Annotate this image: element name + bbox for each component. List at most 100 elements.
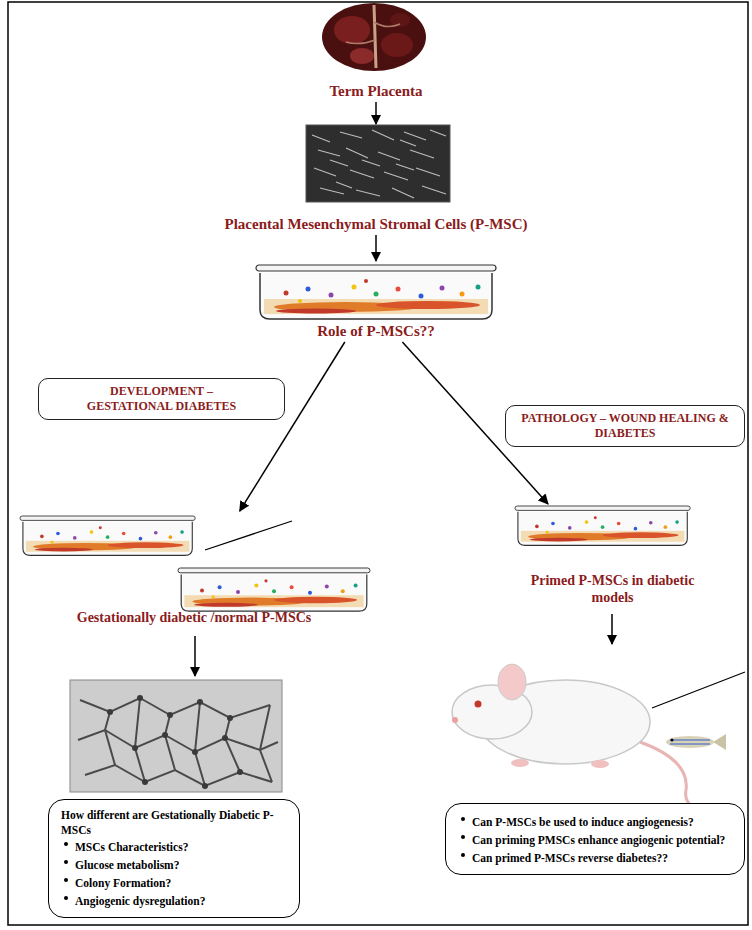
- connector-arrow: [375, 102, 377, 124]
- bullet-dot: [64, 842, 68, 846]
- theme-box: DEVELOPMENT – GESTATIONAL DIABETES: [38, 378, 285, 420]
- bullet-item: Can priming PMSCs enhance angiogenic pot…: [458, 830, 732, 848]
- tube-formation-image: [260, 705, 272, 782]
- zebrafish-illustration: [670, 739, 710, 740]
- bullet-dot: [64, 896, 68, 900]
- placenta-photo: [346, 40, 375, 44]
- connector-arrow: [375, 235, 377, 261]
- mouse-illustration: [591, 760, 609, 768]
- question-heading: How different are Gestationally Diabetic…: [61, 808, 287, 837]
- placenta-photo: [374, 22, 400, 27]
- tube-formation-image: [70, 680, 282, 792]
- bullet-dot: [461, 835, 465, 839]
- bullet-item: Can P-MSCs be used to induce angiogenesi…: [458, 812, 732, 830]
- cell-micrograph: [306, 125, 450, 202]
- bullet-dot: [64, 860, 68, 864]
- mouse-illustration: [475, 701, 482, 708]
- placenta-photo: [334, 16, 370, 44]
- tube-formation-image: [202, 783, 208, 789]
- tube-formation-image: [70, 680, 282, 792]
- bullet-text: Can primed P-MSCs reverse diabetes??: [472, 852, 668, 864]
- image-caption: Gestationally diabetic /normal P-MSCs: [18, 610, 370, 627]
- bullet-item: Glucose metabolism?: [61, 855, 287, 873]
- petri-dish: [515, 506, 690, 545]
- bullet-dot: [461, 853, 465, 857]
- image-caption: Placental Mesenchymal Stromal Cells (P-M…: [196, 215, 556, 233]
- bullet-text: Glucose metabolism?: [75, 859, 179, 871]
- layout-arrow: [194, 636, 196, 676]
- cell-micrograph: [378, 152, 400, 160]
- petri-dish: [256, 265, 496, 319]
- tube-formation-image: [225, 718, 240, 772]
- frame: [8, 2, 748, 925]
- tube-formation-image: [227, 715, 233, 721]
- mouse-illustration: [452, 717, 458, 723]
- cell-micrograph: [404, 132, 426, 140]
- tube-formation-image: [105, 712, 115, 765]
- zebrafish-illustration: [671, 739, 674, 742]
- cell-micrograph: [306, 125, 450, 202]
- bullet-dot: [461, 817, 465, 821]
- tube-formation-image: [132, 745, 138, 751]
- cell-micrograph: [314, 168, 336, 176]
- box-label: DEVELOPMENT – GESTATIONAL DIABETES: [67, 384, 257, 414]
- box-label: PATHOLOGY – WOUND HEALING & DIABETES: [518, 411, 733, 441]
- image-caption: Role of P-MSCs??: [256, 322, 496, 340]
- tube-formation-image: [137, 695, 143, 701]
- tube-formation-image: [107, 709, 113, 715]
- placenta-photo: [322, 3, 426, 71]
- image-node: Gestationally diabetic /normal P-MSCs: [18, 512, 370, 627]
- cell-micrograph: [312, 135, 330, 142]
- placenta-photo: [390, 13, 410, 27]
- petri-dish: [20, 516, 195, 555]
- cell-micrograph: [422, 186, 446, 194]
- bullet-text: Angiogenic dysregulation?: [75, 895, 205, 907]
- cell-micrograph: [384, 172, 408, 180]
- divider-line: [205, 521, 292, 550]
- tube-formation-image: [192, 749, 198, 755]
- tube-formation-image: [85, 765, 272, 786]
- image-node: Role of P-MSCs??: [256, 262, 496, 340]
- bullet-item: Angiogenic dysregulation?: [61, 891, 287, 909]
- zebrafish-illustration: [666, 734, 726, 750]
- image-node: Term Placenta: [290, 2, 462, 100]
- zebrafish-illustration: [666, 736, 714, 748]
- tube-formation-image: [162, 732, 168, 738]
- cell-micrograph: [410, 150, 434, 158]
- bullet-item: MSCs Characteristics?: [61, 837, 287, 855]
- theme-box: PATHOLOGY – WOUND HEALING & DIABETES: [505, 405, 745, 447]
- cell-micrograph: [362, 160, 380, 166]
- placenta-photo: [381, 33, 413, 57]
- tube-formation-image: [142, 779, 148, 785]
- placenta-photo: [350, 48, 374, 64]
- cell-micrograph: [400, 140, 416, 146]
- cell-micrograph: [318, 150, 340, 156]
- bullet-text: MSCs Characteristics?: [75, 841, 188, 853]
- mouse-illustration: [640, 742, 720, 812]
- placenta-photo: [322, 3, 426, 71]
- cell-micrograph: [372, 130, 394, 140]
- bullet-text: Can P-MSCs be used to induce angiogenesi…: [472, 816, 694, 828]
- tube-formation-image: [135, 698, 145, 782]
- bullet-item: Colony Formation?: [61, 873, 287, 891]
- bullet-text: Colony Formation?: [75, 877, 171, 889]
- layout-arrow: [611, 614, 613, 644]
- bullet-dot: [64, 878, 68, 882]
- bullet-item: Can primed P-MSCs reverse diabetes??: [458, 848, 732, 866]
- cell-micrograph: [346, 148, 368, 158]
- tube-formation-image: [195, 702, 205, 786]
- mouse-illustration: [498, 664, 526, 700]
- tube-formation-image: [78, 698, 278, 786]
- cell-micrograph: [356, 190, 380, 196]
- image-caption: Primed P-MSCs in diabetic models: [513, 573, 713, 607]
- divider-line: [652, 672, 745, 708]
- cell-micrograph: [320, 188, 344, 194]
- connector-arrow: [240, 342, 345, 511]
- mouse-illustration: [511, 759, 529, 767]
- zebrafish-illustration: [670, 743, 710, 744]
- cell-micrograph: [330, 160, 348, 166]
- tube-formation-image: [107, 695, 243, 789]
